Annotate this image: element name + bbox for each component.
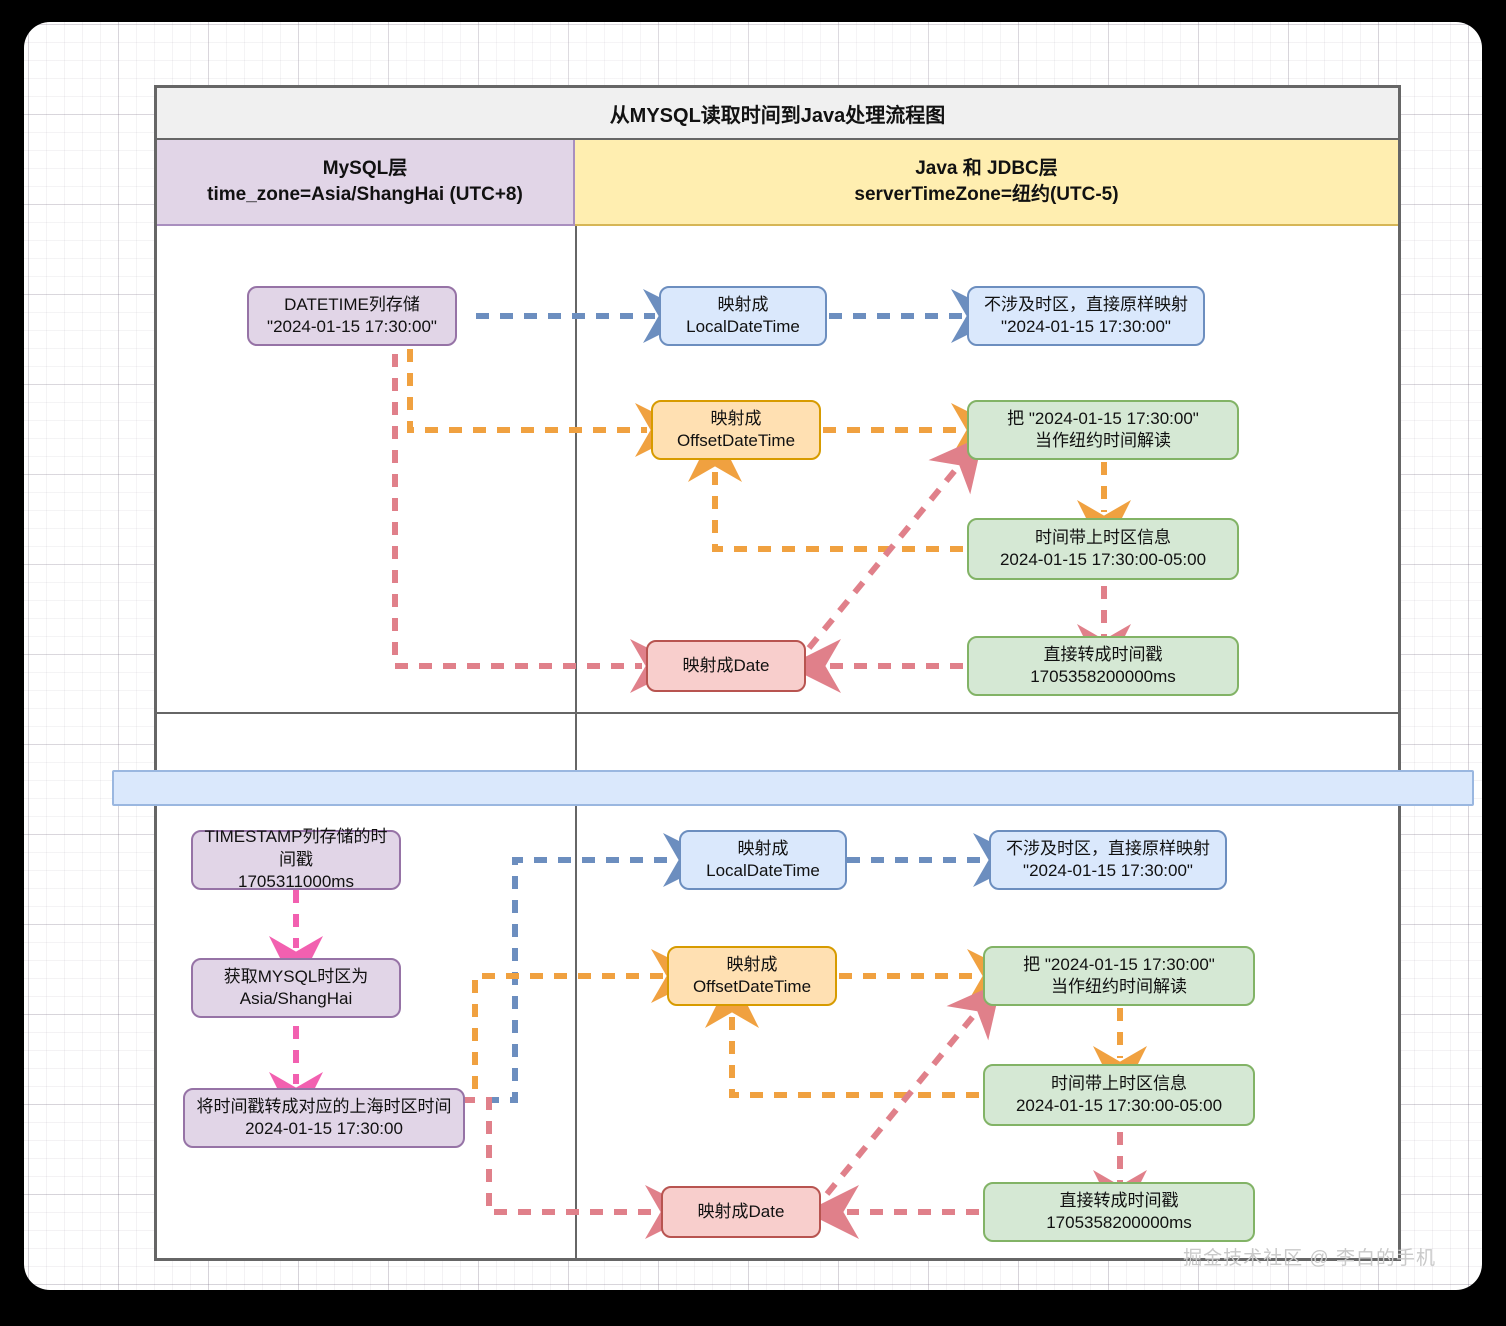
node-map-date-bottom-line1: 映射成Date — [697, 1201, 785, 1221]
node-map-offset-top-line1: 映射成 — [710, 408, 762, 428]
node-map-offset-top-line2: OffsetDateTime — [676, 431, 796, 450]
node-map-offsetdatetime-bottom[interactable]: 映射成 OffsetDateTime — [667, 946, 837, 1006]
node-to-timestamp-bottom-line1: 直接转成时间戳 — [1059, 1190, 1179, 1210]
flowchart-frame: 从MYSQL读取时间到Java处理流程图 MySQL层 time_zone=As… — [154, 85, 1401, 1261]
lane-header-java: Java 和 JDBC层 serverTimeZone=纽约(UTC-5) — [575, 140, 1398, 226]
node-with-zone-bottom-line1: 时间带上时区信息 — [1051, 1073, 1187, 1093]
diagram-title: 从MYSQL读取时间到Java处理流程图 — [157, 88, 1398, 140]
node-get-tz-line1: 获取MYSQL时区为 — [223, 966, 369, 986]
node-local-result-bottom-line2: "2024-01-15 17:30:00" — [1023, 861, 1193, 880]
node-get-mysql-timezone[interactable]: 获取MYSQL时区为 Asia/ShangHai — [191, 958, 401, 1018]
lane-vertical-divider — [575, 226, 577, 1258]
node-with-zone-bottom-line2: 2024-01-15 17:30:00-05:00 — [1015, 1096, 1223, 1115]
node-interpret-newyork-top[interactable]: 把 "2024-01-15 17:30:00" 当作纽约时间解读 — [967, 400, 1239, 460]
node-datetime-col[interactable]: DATETIME列存储 "2024-01-15 17:30:00" — [247, 286, 457, 346]
node-map-offsetdatetime-top[interactable]: 映射成 OffsetDateTime — [651, 400, 821, 460]
node-datetime-col-line1: DATETIME列存储 — [284, 294, 420, 314]
lane-mysql-line1: MySQL层 — [322, 158, 408, 180]
node-map-date-top-line1: 映射成Date — [682, 655, 770, 675]
node-timestamp-col-line1: TIMESTAMP列存储的时间戳 — [204, 827, 388, 869]
node-interpret-ny-bottom-line1: 把 "2024-01-15 17:30:00" — [1023, 954, 1215, 974]
section-separator-band — [112, 770, 1474, 806]
node-with-timezone-bottom[interactable]: 时间带上时区信息 2024-01-15 17:30:00-05:00 — [983, 1064, 1255, 1126]
node-map-date-top[interactable]: 映射成Date — [646, 640, 806, 692]
node-convert-to-shanghai[interactable]: 将时间戳转成对应的上海时区时间 2024-01-15 17:30:00 — [183, 1088, 465, 1148]
node-get-tz-line2: Asia/ShangHai — [239, 989, 353, 1008]
node-local-result-top-line2: "2024-01-15 17:30:00" — [1001, 317, 1171, 336]
node-map-offset-bottom-line1: 映射成 — [726, 954, 778, 974]
lane-java-line1: Java 和 JDBC层 — [915, 158, 1058, 180]
node-convert-shanghai-line1: 将时间戳转成对应的上海时区时间 — [196, 1096, 452, 1116]
lane-mysql-line2: time_zone=Asia/ShangHai (UTC+8) — [207, 184, 523, 205]
node-with-timezone-top[interactable]: 时间带上时区信息 2024-01-15 17:30:00-05:00 — [967, 518, 1239, 580]
section-divider-top-line — [157, 712, 1398, 714]
node-interpret-newyork-bottom[interactable]: 把 "2024-01-15 17:30:00" 当作纽约时间解读 — [983, 946, 1255, 1006]
node-map-offset-bottom-line2: OffsetDateTime — [692, 977, 812, 996]
node-map-local-top-line1: 映射成 — [717, 294, 769, 314]
lane-java-line2: serverTimeZone=纽约(UTC-5) — [854, 184, 1119, 205]
node-with-zone-top-line1: 时间带上时区信息 — [1035, 527, 1171, 547]
node-timestamp-col-line2: 1705311000ms — [238, 872, 354, 892]
node-map-local-top-line2: LocalDateTime — [686, 317, 800, 336]
node-interpret-ny-top-line1: 把 "2024-01-15 17:30:00" — [1007, 408, 1199, 428]
drawing-canvas[interactable]: 从MYSQL读取时间到Java处理流程图 MySQL层 time_zone=As… — [24, 22, 1482, 1290]
node-local-result-bottom[interactable]: 不涉及时区，直接原样映射 "2024-01-15 17:30:00" — [989, 830, 1227, 890]
node-to-timestamp-bottom-line2: 1705358200000ms — [1046, 1213, 1192, 1232]
node-to-timestamp-top-line1: 直接转成时间戳 — [1043, 644, 1163, 664]
node-local-result-top-line1: 不涉及时区，直接原样映射 — [984, 294, 1188, 314]
node-local-result-bottom-line1: 不涉及时区，直接原样映射 — [1006, 838, 1210, 858]
node-datetime-col-line2: "2024-01-15 17:30:00" — [267, 317, 437, 336]
node-to-timestamp-top[interactable]: 直接转成时间戳 1705358200000ms — [967, 636, 1239, 696]
node-map-localdatetime-top[interactable]: 映射成 LocalDateTime — [659, 286, 827, 346]
node-map-date-bottom[interactable]: 映射成Date — [661, 1186, 821, 1238]
node-map-localdatetime-bottom[interactable]: 映射成 LocalDateTime — [679, 830, 847, 890]
node-convert-shanghai-line2: 2024-01-15 17:30:00 — [245, 1119, 403, 1138]
node-local-result-top[interactable]: 不涉及时区，直接原样映射 "2024-01-15 17:30:00" — [967, 286, 1205, 346]
node-map-local-bottom-line1: 映射成 — [737, 838, 789, 858]
node-with-zone-top-line2: 2024-01-15 17:30:00-05:00 — [999, 550, 1207, 569]
node-timestamp-col[interactable]: TIMESTAMP列存储的时间戳 1705311000ms — [191, 827, 401, 892]
node-interpret-ny-bottom-line2: 当作纽约时间解读 — [1051, 977, 1187, 996]
lane-header-mysql: MySQL层 time_zone=Asia/ShangHai (UTC+8) — [157, 140, 575, 226]
node-to-timestamp-top-line2: 1705358200000ms — [1030, 667, 1176, 686]
watermark: 掘金技术社区 @ 李白的手机 — [1183, 1248, 1436, 1269]
node-interpret-ny-top-line2: 当作纽约时间解读 — [1035, 431, 1171, 450]
node-to-timestamp-bottom[interactable]: 直接转成时间戳 1705358200000ms — [983, 1182, 1255, 1242]
node-map-local-bottom-line2: LocalDateTime — [706, 861, 820, 880]
